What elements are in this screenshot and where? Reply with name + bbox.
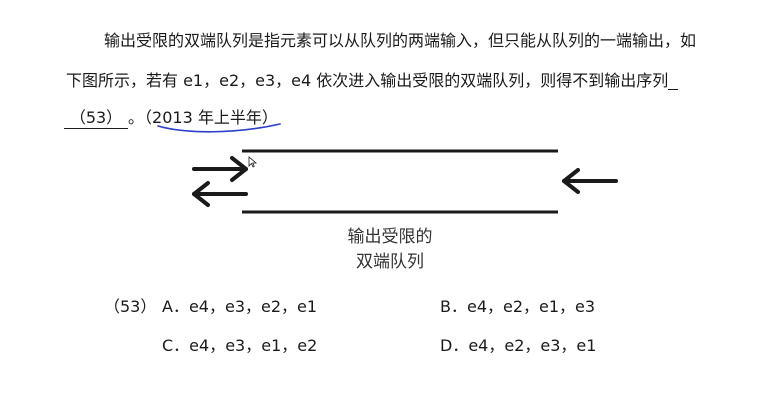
blank-label: （53） [69,108,123,127]
option-b[interactable]: B．e4，e2，e1，e3 [440,297,596,316]
option-a[interactable]: A．e4，e3，e2，e1 [162,297,318,316]
source-text: 2013 年上半年 [152,108,262,127]
option-d[interactable]: D．e4，e2，e3，e1 [440,336,597,355]
diagram-caption-line-1: 输出受限的 [347,227,433,247]
source-close-paren: ） [261,108,278,127]
period: 。 [128,108,145,127]
handwritten-underline [157,123,281,133]
right-input-arrow-icon [562,168,618,194]
left-output-arrow-icon [192,156,248,182]
question-line-2-text: 下图所示，若有 e1，e2，e3，e4 依次进入输出受限的双端队列，则得不到输出… [66,71,669,90]
answer-blank-start [668,71,679,90]
question-line-2: 下图所示，若有 e1，e2，e3，e4 依次进入输出受限的双端队列，则得不到输出… [66,71,679,91]
question-number: （53） [104,297,157,316]
exam-source: （2013 年上半年） [144,108,278,127]
answer-blank: （53） [64,108,128,129]
option-c[interactable]: C．e4，e3，e1，e2 [162,336,318,355]
source-open-paren: （ [144,108,153,127]
question-line-3: （53） 。（2013 年上半年） [64,108,278,129]
diagram-caption-line-2: 双端队列 [356,252,424,272]
question-line-1: 输出受限的双端队列是指元素可以从队列的两端输入，但只能从队列的一端输出，如 [104,31,697,50]
left-input-arrow-icon [192,181,248,207]
mouse-cursor-icon [248,156,258,168]
